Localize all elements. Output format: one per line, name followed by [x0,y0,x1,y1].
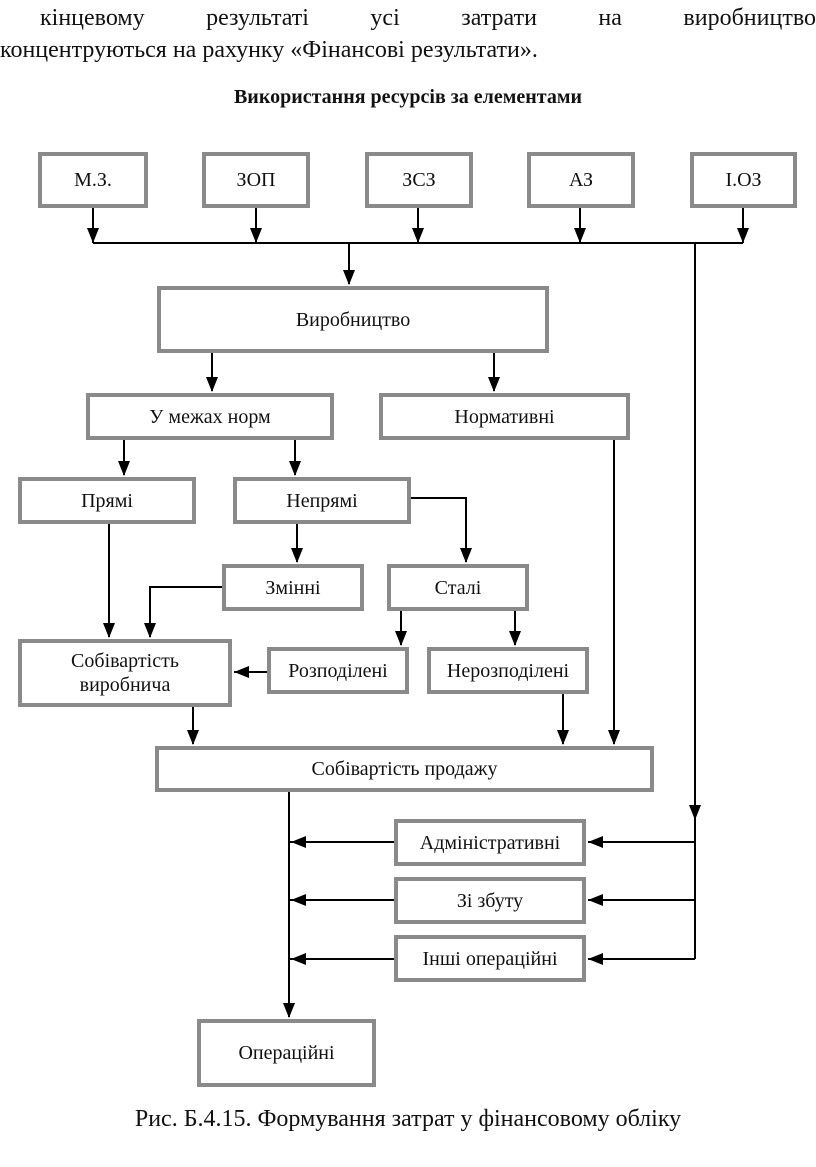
node-indirect: Непрямі [233,477,411,524]
node-fixed: Сталі [387,564,529,611]
node-direct: Прямі [18,477,196,524]
node-variable: Змінні [222,564,364,611]
node-normative: Нормативні [379,393,630,440]
connector-allocated-to-production-cost [234,666,267,678]
node-cost-of-sales: Собівартість продажу [155,746,654,792]
connector-fixed-to-allocated-unallocated [395,610,521,646]
connector-resources-to-bus [87,207,749,244]
intro-word: затрати [461,5,537,31]
node-allocated: Розподілені [267,647,409,694]
node-selling: Зі збуту [394,877,586,924]
node-material-costs: М.З. [38,152,148,208]
node-production: Виробництво [157,286,549,353]
arrowhead [737,228,749,243]
connector-norms-to-direct-indirect [118,440,301,476]
intro-word: виробництво [683,5,816,31]
arrowhead [412,228,424,243]
connector-variable-to-production-cost [144,586,222,638]
node-labor-costs: ЗОП [202,152,310,208]
node-depreciation: АЗ [527,152,635,208]
connector-direct-to-production-cost [103,524,115,638]
arrowhead [574,228,586,243]
intro-word: кінцевому [40,5,145,31]
node-unallocated: Нерозподілені [427,647,589,694]
figure-caption: Рис. Б.4.15. Формування затрат у фінансо… [134,1106,682,1132]
connector-cost-of-sales-to-operating [283,791,394,1018]
intro-word: усі [370,5,400,31]
connector-indirect-to-variable-fixed [291,497,472,563]
diagram-heading: Використання ресурсів за елементами [233,86,583,108]
intro-paragraph-line-1: кінцевому результаті усі затрати на виро… [0,2,816,34]
connector-bus-to-period-expenses [588,243,701,965]
connector-production-to-norms [206,352,500,392]
node-within-norms: У межах норм [86,393,334,440]
node-administrative: Адміністративні [394,819,586,866]
node-production-cost: Собівартість виробнича [18,639,232,707]
intro-paragraph-line-2: концентруються на рахунку «Фінансові рез… [0,37,538,63]
arrowhead [250,228,262,243]
intro-word: на [598,5,622,31]
node-social-contributions: ЗСЗ [365,152,473,208]
intro-word: результаті [206,5,309,31]
arrowhead [87,228,99,243]
connector-to-cost-of-sales [187,439,620,745]
node-other-operating: Інші операційні [394,935,586,982]
node-other-operating-costs: І.ОЗ [690,152,797,208]
connector-bus-to-production [343,243,355,285]
node-operating: Операційні [197,1019,376,1087]
